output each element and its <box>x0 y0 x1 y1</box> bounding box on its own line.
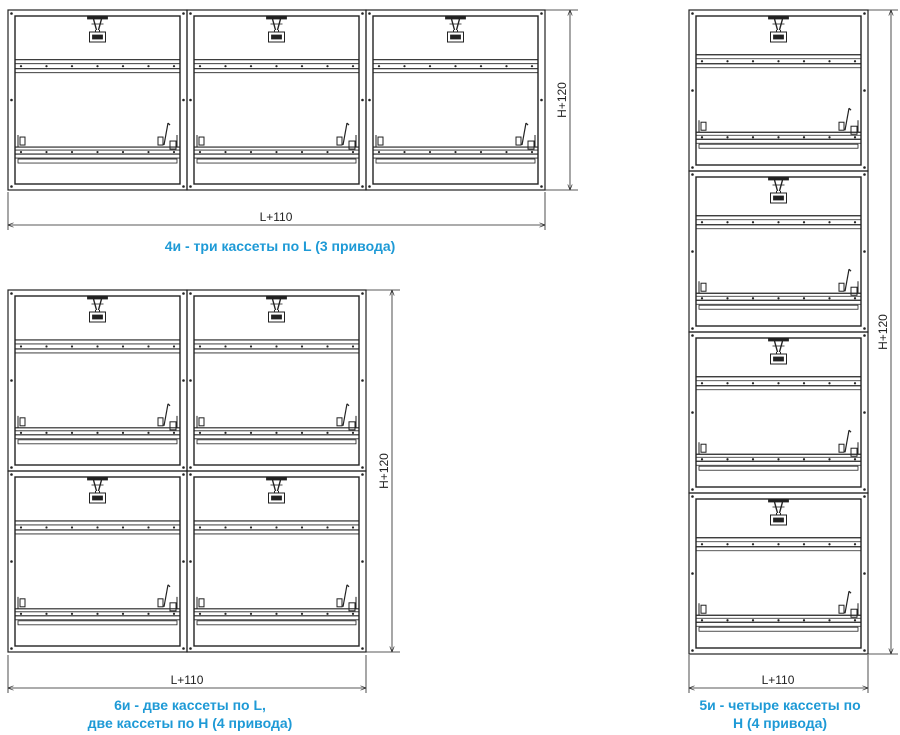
width-dimension: L+110 <box>7 192 546 230</box>
cassette <box>7 9 188 191</box>
diagram-four-cassettes-column: L+110 H+120 <box>688 9 898 693</box>
height-label: H+120 <box>876 314 890 350</box>
width-dimension: L+110 <box>7 655 367 693</box>
diagram-four-cassettes-grid: L+110 H+120 <box>7 289 400 693</box>
cassette <box>688 492 869 655</box>
width-dimension: L+110 <box>688 655 869 693</box>
caption-line: 6и - две кассеты по L, <box>114 697 266 713</box>
caption-line: 4и - три кассеты по L (3 привода) <box>164 238 396 254</box>
cassette-group <box>688 9 869 655</box>
cassette <box>688 331 869 494</box>
cassette-group <box>7 289 367 653</box>
caption-four-cassettes-grid: 6и - две кассеты по L, две кассеты по H … <box>20 696 360 732</box>
caption-line: 5и - четыре кассеты по <box>699 697 861 713</box>
width-label: L+110 <box>171 673 204 687</box>
cassette <box>186 289 367 472</box>
width-label: L+110 <box>260 210 293 224</box>
height-dimension: H+120 <box>868 9 898 655</box>
caption-four-cassettes-column: 5и - четыре кассеты по H (4 привода) <box>680 696 880 732</box>
cassette <box>688 9 869 172</box>
width-label: L+110 <box>762 673 795 687</box>
height-dimension: H+120 <box>366 289 400 653</box>
cassette <box>7 289 188 472</box>
height-dimension: H+120 <box>545 9 578 191</box>
diagram-three-cassettes: L+110 H+120 <box>7 9 578 230</box>
height-label: H+120 <box>555 82 569 118</box>
caption-line: H (4 привода) <box>732 715 828 731</box>
caption-three-cassettes: 4и - три кассеты по L (3 привода) <box>100 237 460 255</box>
cassette-group <box>7 9 546 191</box>
cassette <box>365 9 546 191</box>
caption-line: две кассеты по H (4 привода) <box>87 715 293 731</box>
cassette <box>7 470 188 653</box>
cassette <box>186 9 367 191</box>
cassette <box>186 470 367 653</box>
cassette <box>688 170 869 333</box>
height-label: H+120 <box>377 453 391 489</box>
